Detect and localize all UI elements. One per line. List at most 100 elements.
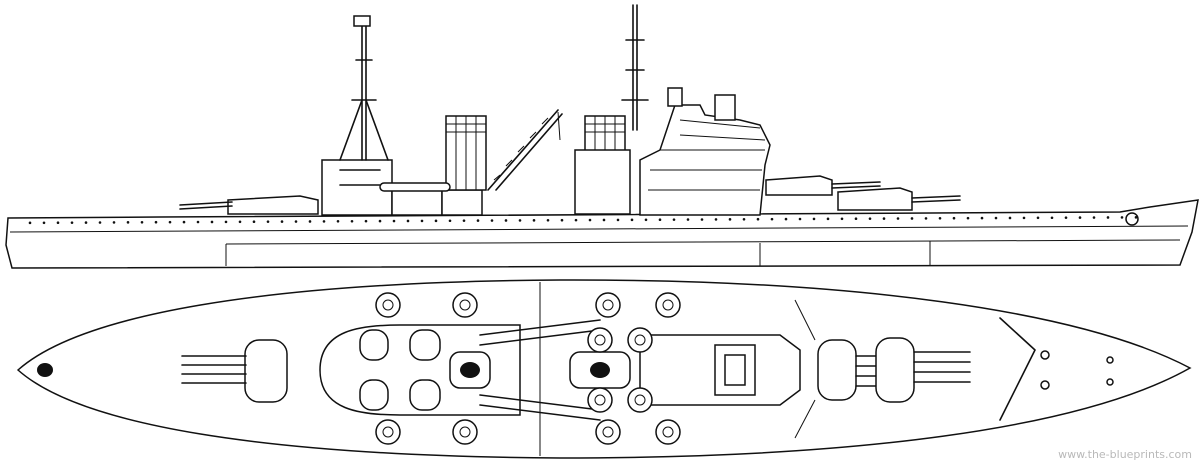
plan-secondary-turrets [375, 292, 681, 445]
scuttle [476, 219, 480, 222]
scuttle [406, 219, 410, 223]
secondary-turret [627, 327, 653, 353]
scuttle [826, 217, 830, 221]
scuttle [350, 219, 354, 223]
secondary-turret-core [662, 426, 674, 438]
secondary-turret [587, 327, 613, 353]
scuttle [126, 221, 130, 224]
scuttle [686, 218, 690, 221]
scuttle [168, 220, 172, 224]
scuttle [56, 221, 60, 225]
secondary-turret [627, 387, 653, 413]
side-midships [574, 149, 631, 215]
scuttle [938, 217, 942, 220]
scuttle [98, 221, 102, 224]
secondary-turret [375, 419, 401, 445]
scuttle [742, 217, 746, 221]
secondary-turret [452, 292, 478, 318]
scuttle [182, 220, 186, 224]
scuttle [1078, 216, 1082, 219]
plan-breakwater [999, 317, 1036, 421]
secondary-turret [595, 292, 621, 318]
scuttle [1050, 216, 1054, 220]
scuttle [630, 218, 634, 222]
side-elevation [5, 4, 1199, 269]
scuttle [658, 218, 662, 221]
scuttle [294, 220, 298, 223]
scuttle [280, 220, 284, 223]
scuttle [448, 219, 452, 223]
side-boot-line [225, 239, 1181, 245]
secondary-turret-core [459, 299, 471, 311]
plan-fore-turret-a [875, 337, 971, 403]
scuttle [1008, 216, 1012, 220]
scuttle [924, 217, 928, 220]
scuttle [560, 218, 564, 222]
scuttle [714, 218, 718, 221]
scuttle [994, 216, 998, 220]
secondary-turret [587, 387, 613, 413]
watermark: www.the-blueprints.com [1058, 448, 1192, 461]
side-foremast [621, 4, 649, 131]
scuttle [504, 219, 508, 222]
side-scuttles [28, 216, 1138, 225]
scuttle [546, 218, 550, 222]
plan-capstan [37, 363, 53, 377]
side-belt [225, 241, 931, 266]
scuttle [238, 220, 242, 224]
scuttle [1092, 216, 1096, 219]
side-anchor-hawse [1125, 212, 1139, 226]
scuttle [1120, 216, 1124, 219]
secondary-turret-core [602, 299, 614, 311]
scuttle [896, 217, 900, 220]
scuttle [336, 220, 340, 223]
scuttle [910, 217, 914, 220]
scuttle [434, 219, 438, 223]
scuttle [1106, 216, 1110, 219]
scuttle [112, 221, 116, 224]
scuttle [210, 220, 214, 224]
scuttle [266, 220, 270, 223]
scuttle [252, 220, 256, 224]
scuttle [1036, 216, 1040, 220]
scuttle [490, 219, 494, 222]
scuttle [322, 220, 326, 223]
scuttle [840, 217, 844, 221]
scuttle [644, 218, 648, 222]
scuttle [1134, 216, 1138, 219]
scuttle [574, 218, 578, 222]
scuttle [392, 219, 396, 223]
scuttle [798, 217, 802, 221]
scuttle [462, 219, 466, 222]
side-deck-line [9, 225, 1189, 233]
scuttle [364, 219, 368, 223]
side-fore-turret-a [837, 187, 961, 211]
scuttle [518, 219, 522, 222]
scuttle [672, 218, 676, 221]
side-mainmast [339, 15, 389, 161]
secondary-turret [655, 419, 681, 445]
scuttle [1064, 216, 1068, 219]
plan-crane-booms [479, 319, 601, 421]
scuttle [70, 221, 74, 224]
secondary-turret [452, 419, 478, 445]
scuttle [952, 216, 956, 220]
scuttle [868, 217, 872, 220]
scuttle [616, 218, 620, 222]
side-boat [379, 182, 451, 192]
scuttle [154, 220, 158, 224]
plan-view [16, 279, 1192, 459]
secondary-turret [595, 419, 621, 445]
scuttle [812, 217, 816, 221]
side-rear-turret [179, 195, 319, 215]
secondary-turret-core [634, 394, 646, 406]
side-fore-turret-b [765, 175, 881, 196]
scuttle [728, 218, 732, 221]
scuttle [700, 218, 704, 221]
scuttle [140, 220, 144, 224]
scuttle [378, 219, 382, 223]
secondary-turret-core [634, 334, 646, 346]
secondary-turret-core [382, 426, 394, 438]
plan-rear-turret [181, 339, 288, 403]
